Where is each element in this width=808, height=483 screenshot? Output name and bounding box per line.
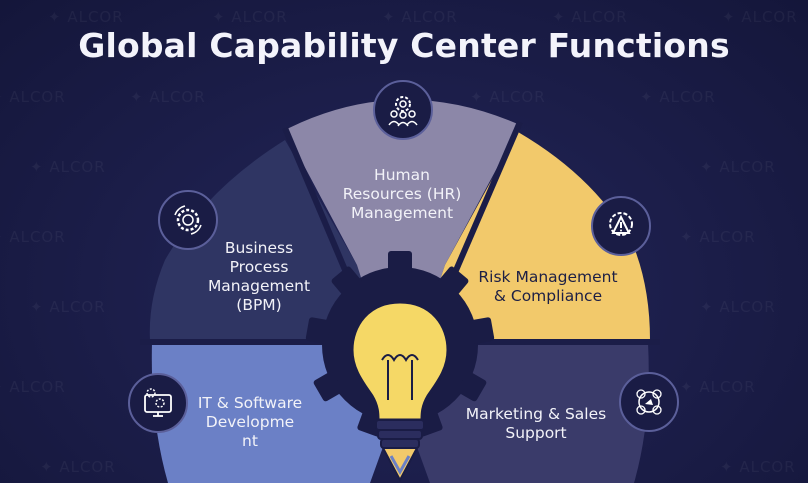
people-gear-icon	[373, 80, 433, 140]
social-media-icon	[619, 372, 679, 432]
segment-label-marketing: Marketing & Sales Support	[465, 405, 607, 442]
computer-gear-icon	[128, 373, 188, 433]
lightbulb-icon	[350, 300, 450, 483]
warning-gear-icon	[591, 196, 651, 256]
process-gear-icon	[158, 190, 218, 250]
segment-label-bpm: Business Process Management (BPM)	[207, 239, 311, 314]
segment-hr	[285, 99, 520, 400]
page-title: Global Capability Center Functions	[78, 26, 730, 65]
segment-label-hr: Human Resources (HR) Management	[342, 166, 462, 222]
segment-label-risk: Risk Management & Compliance	[478, 268, 618, 305]
segment-label-it: IT & Software Developme nt	[197, 394, 303, 450]
